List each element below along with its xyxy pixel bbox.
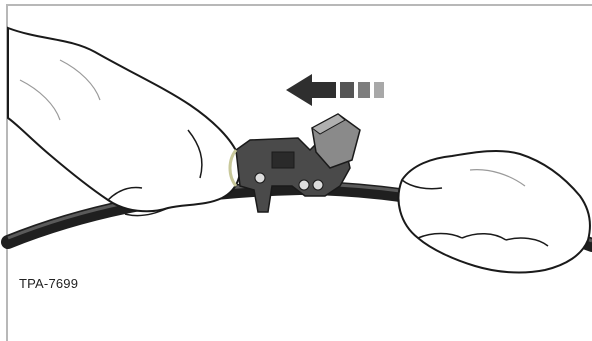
direction-arrow-left: [286, 74, 384, 106]
figure-id-label: TPA-7699: [19, 276, 79, 291]
frame-top-border: [6, 4, 592, 6]
right-glove: [397, 149, 591, 274]
screw-icon: [312, 179, 324, 191]
screw-icon: [298, 179, 310, 191]
left-glove: [7, 26, 242, 217]
cable-stripper-tool: [228, 113, 361, 213]
frame-left-border: [6, 4, 8, 341]
screw-icon: [254, 172, 266, 184]
